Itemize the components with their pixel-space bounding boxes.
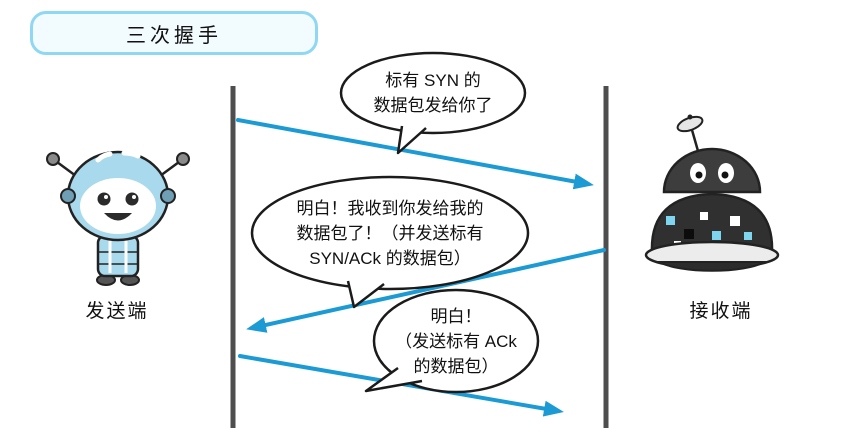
bubble-ack-text: 明白！ （发送标有 ACk 的数据包） (374, 304, 538, 379)
sender-robot-icon (46, 150, 190, 286)
sender-ear (60, 188, 76, 204)
arrow-syn-icon (236, 118, 594, 190)
bubble-line: SYN/ACk 的数据包） (309, 249, 471, 268)
receiver-body (650, 192, 774, 254)
sender-face (80, 178, 156, 234)
sender-antenna-icon (46, 152, 190, 178)
sender-eye (97, 192, 111, 206)
bubble-line: 数据包发给你了 (373, 96, 493, 115)
sender-mouth (104, 213, 132, 221)
sender-label: 发送端 (85, 301, 149, 322)
bubble-line: （发送标有 ACk (395, 332, 517, 351)
bubble-line: 数据包了！（并发送标有 (296, 224, 484, 243)
bubble-syn-text: 标有 SYN 的 数据包发给你了 (341, 68, 525, 118)
speech-bubble-syn-ack (250, 175, 530, 309)
arrow-syn-ack-icon (246, 248, 606, 333)
speech-bubble-ack (364, 288, 540, 394)
bubble-line: 标有 SYN 的 (385, 71, 481, 90)
receiver-label: 接收端 (689, 301, 753, 322)
receiver-head (662, 147, 762, 194)
bubble-line: 明白！我收到你发给我的 (296, 199, 484, 218)
speech-bubble-syn (339, 51, 527, 155)
sender-body (96, 234, 140, 278)
bubble-line: 的数据包） (413, 357, 499, 376)
bubble-line: 明白！ (430, 307, 482, 326)
sender-ear (160, 188, 176, 204)
bubble-syn-ack-text: 明白！我收到你发给我的 数据包了！（并发送标有 SYN/ACk 的数据包） (252, 196, 528, 271)
title-box: 三次握手 (30, 11, 318, 55)
title-text: 三次握手 (126, 24, 222, 47)
sender-eye (125, 192, 139, 206)
receiver-saucer-underside (656, 261, 768, 272)
receiver-robot-icon (644, 114, 780, 272)
